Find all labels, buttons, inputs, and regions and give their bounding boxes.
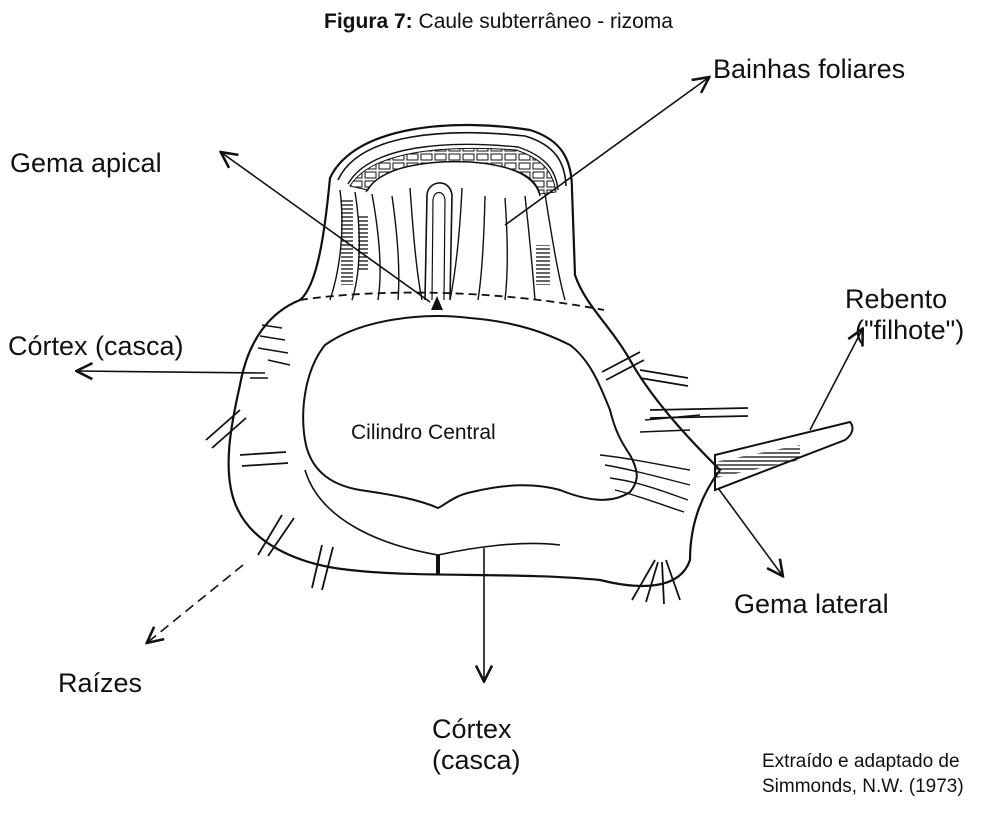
cortex-line	[615, 490, 684, 512]
sheath-hatch-right	[536, 245, 550, 285]
root	[206, 410, 246, 448]
root	[258, 515, 294, 556]
sheath-hatch-left-2	[358, 215, 368, 270]
source-citation: Extraído e adaptado de Simmonds, N.W. (1…	[762, 750, 964, 799]
label-gema-lateral: Gema lateral	[734, 589, 889, 620]
source-line2: Simmonds, N.W. (1973)	[762, 775, 964, 800]
label-cilindro-central: Cilindro Central	[351, 421, 496, 445]
sheath-line	[505, 198, 507, 300]
root	[650, 408, 748, 418]
root	[602, 352, 644, 380]
sheath-line	[478, 196, 485, 300]
sheath-base-dashed	[300, 293, 604, 310]
label-cortex-bottom-line2: (casca)	[432, 745, 521, 776]
cylinder-bottom	[305, 470, 560, 555]
root-cluster	[632, 560, 680, 604]
label-rebento: Rebento ("filhote")	[845, 284, 964, 346]
label-raizes: Raízes	[58, 668, 142, 699]
label-rebento-line2: ("filhote")	[855, 315, 964, 346]
central-cylinder	[303, 316, 637, 508]
apical-bud-tip	[431, 296, 443, 310]
sheath-line	[410, 188, 422, 300]
cortex-line	[260, 336, 285, 340]
label-cortex-bottom: Córtex (casca)	[432, 714, 521, 776]
cortex-line	[258, 348, 288, 353]
arrow-gema-apical	[222, 153, 430, 302]
sheath-line	[525, 196, 535, 300]
arrow-bainhas-foliares	[505, 78, 708, 225]
label-cortex-left: Córtex (casca)	[8, 331, 184, 362]
label-cortex-bottom-line1: Córtex	[432, 714, 521, 745]
sheath-line	[330, 190, 342, 300]
label-gema-apical: Gema apical	[10, 148, 162, 179]
root	[240, 452, 288, 466]
label-rebento-line1: Rebento	[845, 284, 964, 315]
arrow-gema-lateral	[718, 488, 782, 575]
source-line1: Extraído e adaptado de	[762, 750, 964, 775]
root	[640, 370, 688, 386]
sheath-line	[392, 196, 399, 300]
rhizome-outline	[229, 125, 720, 586]
apical-core-inner	[432, 193, 445, 301]
apical-core	[425, 183, 452, 300]
arrow-raizes	[148, 565, 243, 642]
sheath-cells	[350, 148, 556, 194]
cortex-line	[600, 455, 690, 470]
cortex-line	[268, 360, 290, 365]
sheath-line	[372, 194, 380, 300]
arrow-cortex-left	[78, 371, 265, 373]
label-bainhas-foliares: Bainhas foliares	[713, 54, 905, 85]
